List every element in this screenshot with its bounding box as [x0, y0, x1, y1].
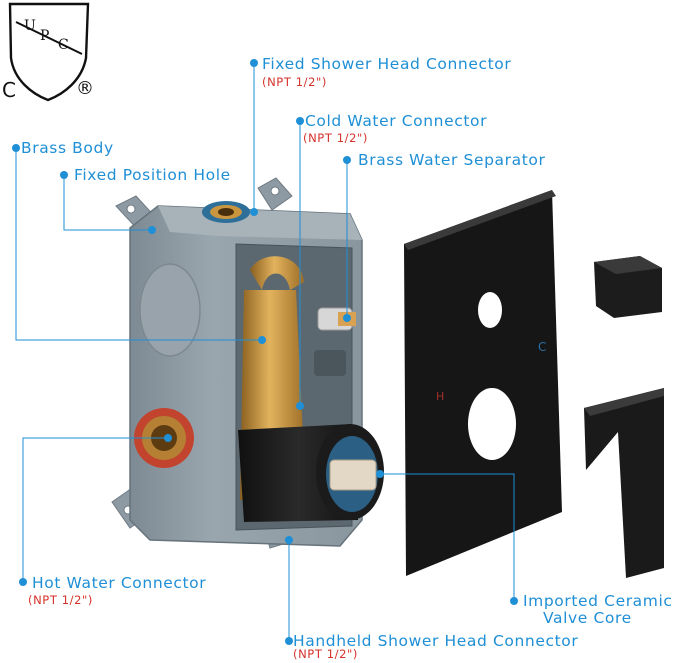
- callout-dot: [12, 144, 20, 152]
- plate-mark-cold: C: [538, 340, 547, 354]
- leader-lines: [15, 63, 515, 641]
- plate-mark-hot: H: [436, 390, 445, 403]
- callout-dot: [285, 637, 293, 645]
- callout-dot: [19, 578, 27, 586]
- handle-cap: [594, 256, 662, 318]
- callout-dot: [60, 171, 68, 179]
- cold-water-npt: (NPT 1/2"): [303, 131, 368, 145]
- brass-separator-label: Brass Water Separator: [358, 151, 546, 169]
- upc-left-c: C: [2, 78, 16, 102]
- cartridge-housing: [238, 424, 384, 522]
- upc-shield-icon: [8, 2, 90, 102]
- fixed-position-hole-label: Fixed Position Hole: [74, 166, 231, 184]
- callout-dot: [343, 156, 351, 164]
- fixed-shower-head-npt: (NPT 1/2"): [262, 75, 327, 89]
- lever-handle: [584, 388, 664, 578]
- upc-letter-c: C: [58, 37, 69, 53]
- registered-mark: ®: [76, 78, 94, 99]
- trim-plate: [404, 190, 562, 576]
- upc-letter-u: U: [24, 18, 36, 34]
- handheld-label: Handheld Shower Head Connector: [293, 632, 579, 650]
- callout-dot: [250, 59, 258, 67]
- hot-water-npt: (NPT 1/2"): [28, 593, 93, 607]
- hot-water-label: Hot Water Connector: [32, 574, 207, 592]
- ceramic-core-label-1: Imported Ceramic: [523, 592, 673, 610]
- handheld-npt: (NPT 1/2"): [293, 647, 358, 661]
- brass-body-label: Brass Body: [21, 139, 114, 157]
- target-dots: [148, 208, 384, 544]
- upc-letter-p: P: [40, 28, 50, 44]
- fixed-shower-head-label: Fixed Shower Head Connector: [262, 55, 512, 73]
- cold-water-label: Cold Water Connector: [305, 112, 488, 130]
- ceramic-core-label-2: Valve Core: [543, 609, 632, 627]
- callout-dot: [510, 597, 518, 605]
- top-connector: [202, 201, 250, 223]
- callout-dot: [296, 117, 304, 125]
